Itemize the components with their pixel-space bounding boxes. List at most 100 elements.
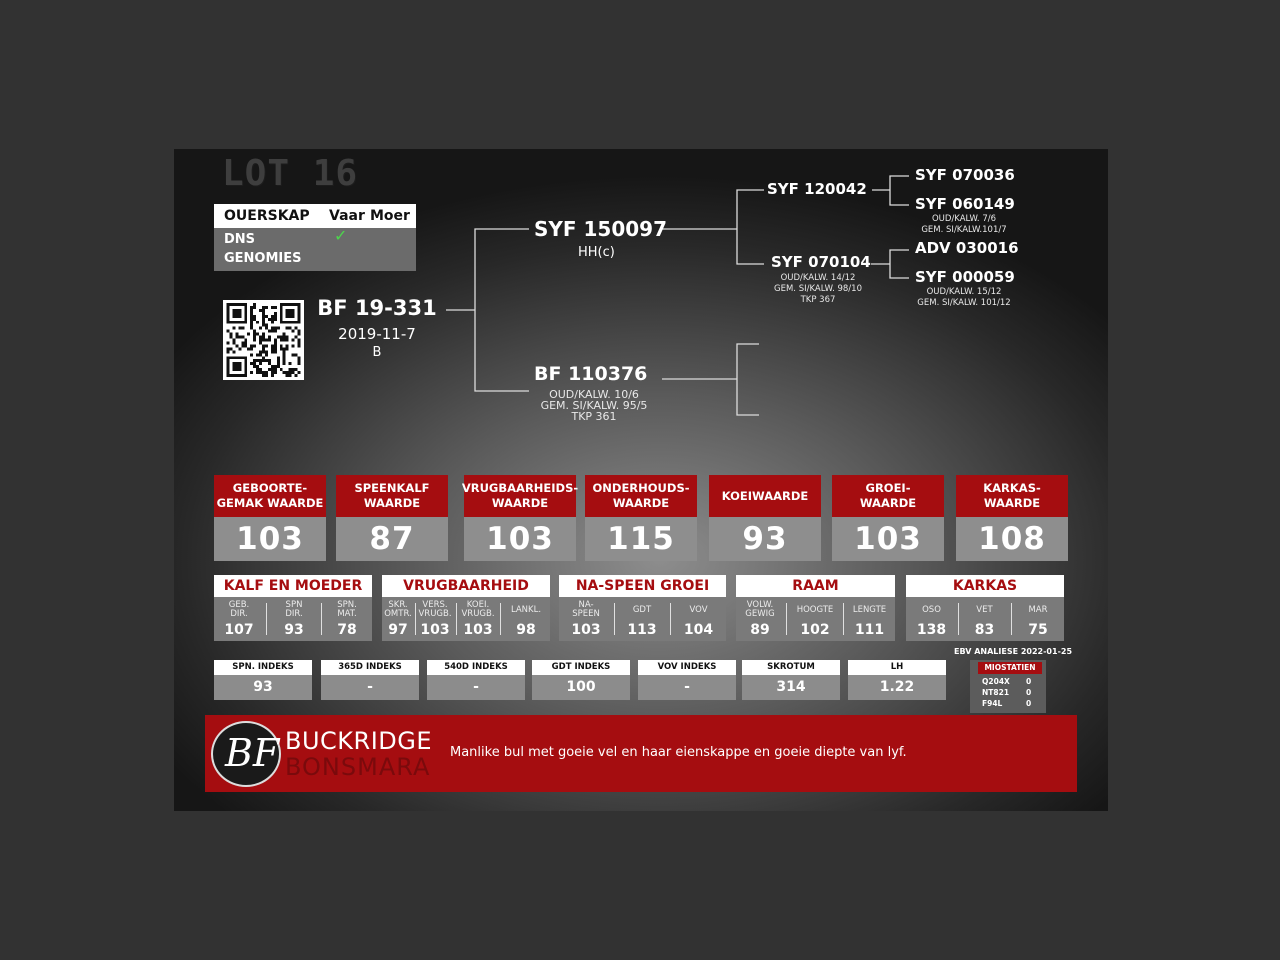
group-body: OSO 138 VET 83 MAR 75	[906, 597, 1064, 641]
group-raam: RAAM VOLW. GEWIG 89 HOOGTE 102 LENGTE 11…	[736, 575, 895, 641]
small-index-value: 93	[214, 675, 312, 700]
group-cell-value: 103	[420, 622, 450, 638]
ebv-analysis-date: EBV ANALIESE 2022-01-25	[954, 647, 1073, 656]
small-index-box: GDT INDEKS 100	[532, 660, 630, 700]
parentage-header: OUERSKAP Vaar Moer	[214, 204, 416, 228]
divider	[958, 603, 959, 635]
dam-detail-line: OUD/KALW. 10/6	[549, 388, 639, 401]
group-body: VOLW. GEWIG 89 HOOGTE 102 LENGTE 111	[736, 597, 895, 641]
index-label: GROEI- WAARDE	[832, 475, 944, 517]
check-icon: ✓	[334, 226, 348, 245]
ssd-detail-line: OUD/KALW. 7/6	[931, 214, 997, 224]
small-index-label: GDT INDEKS	[532, 660, 630, 675]
sire-dam-details: OUD/KALW. 14/12 GEM. SI/KALW. 98/10 TKP …	[762, 273, 874, 306]
group-cell: HOOGTE 102	[788, 597, 842, 641]
group-cell-label: HOOGTE	[796, 605, 834, 615]
group-cell: GDT 113	[615, 597, 669, 641]
group-body: GEB. DIR. 107 SPN DIR. 93 SPN. MAT. 78	[214, 597, 372, 641]
sire-dam-detail-line: TKP 367	[800, 295, 836, 305]
group-cell-label: VET	[976, 605, 993, 615]
divider	[843, 603, 844, 635]
group-body: NA- SPEEN 103 GDT 113 VOV 104	[559, 597, 726, 641]
index-box: GROEI- WAARDE 103	[832, 475, 944, 561]
group-cell-value: 113	[627, 622, 657, 638]
sire-name: SYF 150097	[534, 217, 668, 241]
group-cell: VOLW. GEWIG 89	[736, 597, 784, 641]
group-cell: SKR. OMTR. 97	[382, 597, 414, 641]
dam-detail-line: TKP 361	[571, 410, 617, 423]
dam-detail-line: GEM. SI/KALW. 95/5	[540, 399, 648, 412]
group-cell-value: 103	[463, 622, 493, 638]
index-value: 103	[832, 517, 944, 561]
group-cell-label: GEB. DIR.	[228, 600, 250, 619]
small-index-box: SKROTUM 314	[742, 660, 840, 700]
parentage-row-dns: DNS	[224, 232, 256, 247]
sdd-detail-line: OUD/KALW. 15/12	[926, 287, 1002, 297]
index-value: 93	[709, 517, 821, 561]
logo-text: BF	[225, 731, 280, 775]
dam-name: BF 110376	[534, 363, 648, 385]
group-cell-label: LENGTE	[852, 605, 887, 615]
sire-column-label: Vaar	[329, 208, 365, 224]
miostatien-box: MIOSTATIEN Q204X 0 NT821 0 F94L 0	[970, 660, 1046, 713]
group-cell: SPN DIR. 93	[269, 597, 319, 641]
small-index-box: SPN. INDEKS 93	[214, 660, 312, 700]
miostatien-marker: NT821	[982, 688, 1010, 697]
small-index-value: 1.22	[848, 675, 946, 700]
group-title: RAAM	[736, 575, 895, 597]
index-box: KOEIWAARDE 93	[709, 475, 821, 561]
animal-id: BF 19-331	[317, 296, 437, 320]
group-cell: MAR 75	[1012, 597, 1064, 641]
small-index-value: -	[638, 675, 736, 700]
animal-birth-date: 2019-11-7	[338, 325, 416, 343]
sire-dam-name: SYF 070104	[771, 253, 871, 271]
group-title: KARKAS	[906, 575, 1064, 597]
lot-number: LOT 16	[222, 153, 359, 194]
group-cell: VOV 104	[671, 597, 726, 641]
miostatien-value: 0	[1026, 688, 1032, 697]
index-box: ONDERHOUDS- WAARDE 115	[585, 475, 697, 561]
parentage-body: DNS GENOMIES ✓	[214, 226, 416, 271]
index-label: ONDERHOUDS- WAARDE	[585, 475, 697, 517]
sdd-detail-line: GEM. SI/KALW. 101/12	[917, 298, 1011, 308]
small-index-label: 365D INDEKS	[321, 660, 419, 675]
group-cell-value: 98	[516, 622, 536, 638]
ssd-details: OUD/KALW. 7/6 GEM. SI/KALW.101/7	[904, 214, 1024, 236]
group-cell-value: 97	[388, 622, 408, 638]
index-value: 115	[585, 517, 697, 561]
index-box: VRUGBAARHEIDS- WAARDE 103	[462, 475, 578, 561]
group-cell-value: 83	[974, 622, 995, 638]
index-label: SPEENKALF WAARDE	[336, 475, 448, 517]
group-cell-value: 103	[571, 622, 601, 638]
divider	[415, 603, 416, 635]
small-index-label: SKROTUM	[742, 660, 840, 675]
miostatien-marker: Q204X	[982, 677, 1010, 686]
group-cell: LENGTE 111	[844, 597, 895, 641]
parentage-row-genomies: GENOMIES	[224, 251, 302, 266]
small-index-label: LH	[848, 660, 946, 675]
divider	[456, 603, 457, 635]
divider	[786, 603, 787, 635]
group-cell-value: 89	[750, 622, 770, 638]
group-cell-label: VOLW. GEWIG	[745, 600, 775, 619]
divider	[670, 603, 671, 635]
small-index-value: -	[321, 675, 419, 700]
miostatien-value: 0	[1026, 677, 1032, 686]
sds-name: ADV 030016	[915, 239, 1019, 257]
index-box: KARKAS- WAARDE 108	[956, 475, 1068, 561]
group-cell-label: SPN DIR.	[285, 600, 303, 619]
index-value: 103	[214, 517, 326, 561]
sire-note: HH(c)	[578, 245, 615, 260]
group-cell-value: 111	[854, 622, 885, 638]
index-label: VRUGBAARHEIDS- WAARDE	[462, 475, 578, 517]
qr-code	[223, 300, 304, 380]
small-index-label: SPN. INDEKS	[214, 660, 312, 675]
group-cell-label: OSO	[922, 605, 941, 615]
divider	[321, 603, 322, 635]
small-index-value: 314	[742, 675, 840, 700]
group-cell-label: MAR	[1028, 605, 1048, 615]
group-vrugbaarheid: VRUGBAARHEID SKR. OMTR. 97 VERS. VRUGB. …	[382, 575, 550, 641]
index-label: KOEIWAARDE	[709, 475, 821, 517]
group-cell-value: 138	[916, 622, 947, 638]
divider	[1011, 603, 1012, 635]
